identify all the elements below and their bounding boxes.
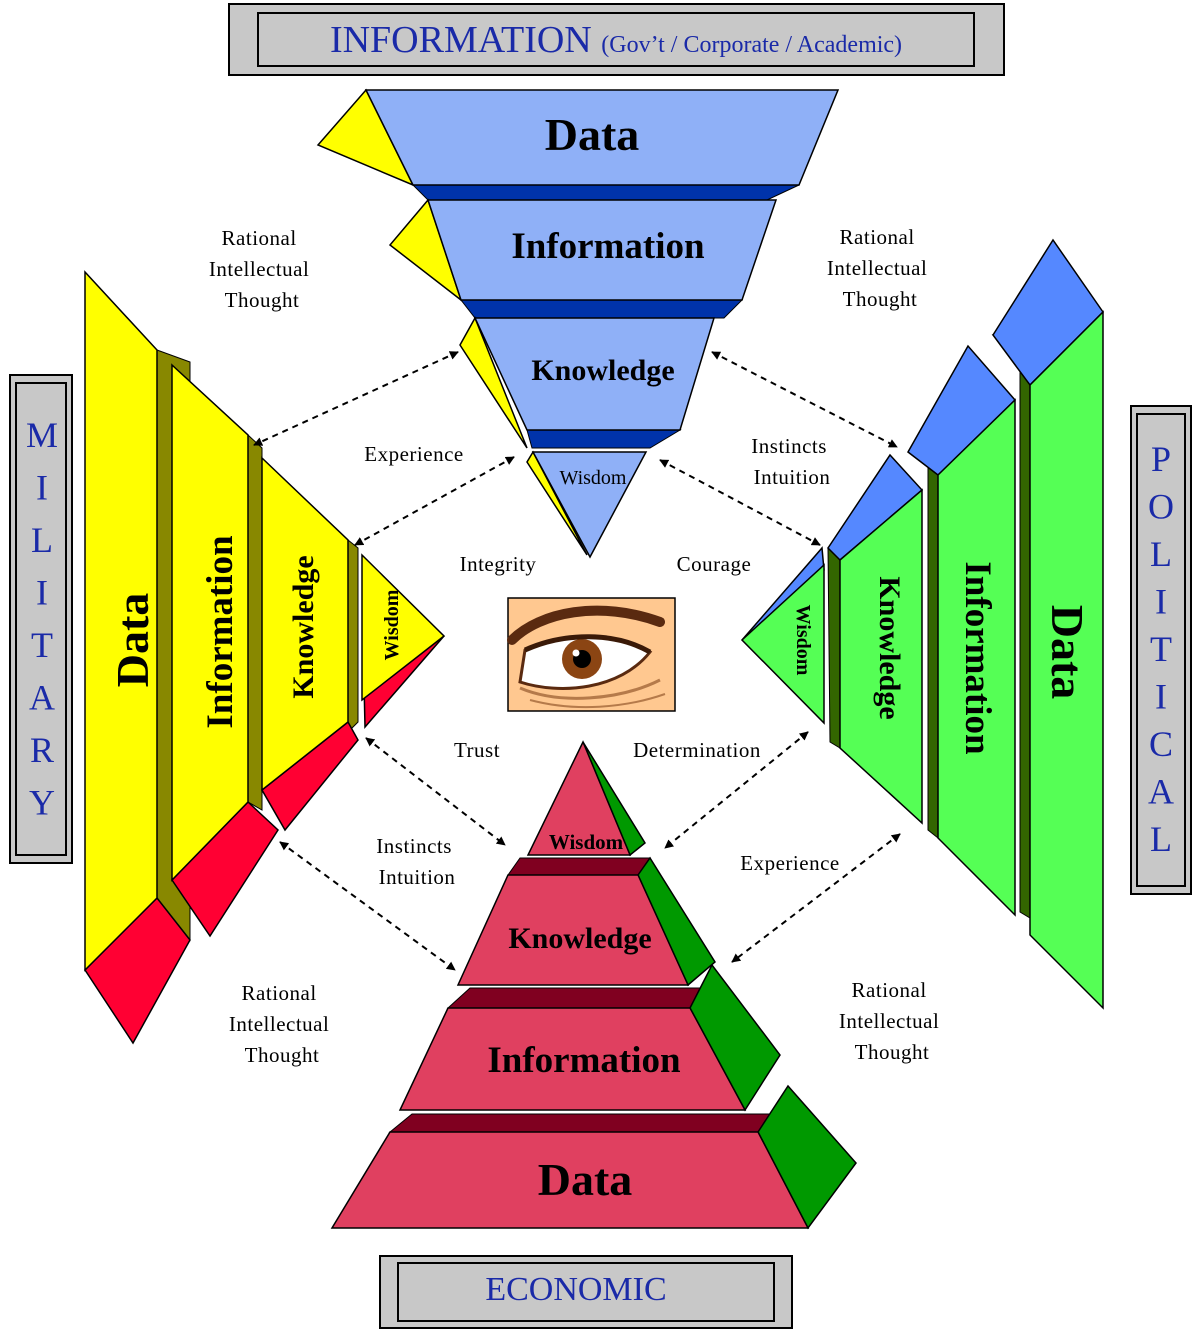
caption-instincts-bottom: Instincts Intuition: [376, 834, 457, 889]
left-layer-information: [171, 363, 249, 882]
right-label-wisdom: Wisdom: [792, 605, 814, 676]
pyramid-left: Data Information Knowledge Wisdom: [84, 270, 446, 1045]
arrow-bottom-left-inner: [365, 737, 506, 846]
caption-instincts-top: Instincts Intuition: [751, 434, 832, 489]
left-layer-knowledge: [261, 456, 349, 792]
bottom-label-data: Data: [538, 1154, 633, 1205]
bottom-layer-wisdom: [526, 740, 632, 856]
right-layer-wisdom: [740, 563, 825, 725]
caption-integrity: Integrity: [460, 552, 537, 576]
bottom-layer-information: [398, 1007, 747, 1111]
bottom-label-wisdom: Wisdom: [549, 830, 624, 854]
arrow-top-left-outer: [253, 351, 459, 446]
pyramid-top: Data Information Knowledge Wisdom: [316, 88, 840, 559]
bottom-label-information: Information: [487, 1040, 681, 1081]
right-layer-data: [1029, 310, 1104, 1010]
caption-rational-bottom-left: Rational Intellectual Thought: [229, 981, 335, 1067]
arrow-top-right-inner: [659, 459, 821, 546]
title-top-main: INFORMATION: [330, 19, 592, 61]
left-label-information: Information: [200, 535, 241, 729]
left-layer-data: [84, 270, 158, 972]
top-label-knowledge: Knowledge: [531, 354, 674, 387]
top-label-information: Information: [511, 226, 705, 267]
arrow-top-left-inner: [354, 456, 515, 546]
arrows: [253, 351, 901, 971]
arrow-top-right-outer: [711, 351, 898, 448]
top-layer-knowledge: [473, 317, 716, 431]
top-label-data: Data: [545, 109, 640, 160]
left-label-data: Data: [107, 593, 158, 688]
caption-rational-bottom-right: Rational Intellectual Thought: [839, 978, 945, 1064]
captions: Rational Intellectual Thought Rational I…: [209, 225, 945, 1067]
left-label-wisdom: Wisdom: [381, 589, 403, 660]
right-label-data: Data: [1042, 605, 1093, 700]
title-box-top: INFORMATION (Gov’t / Corporate / Academi…: [228, 3, 1005, 76]
arrow-bottom-right-inner: [664, 731, 809, 849]
arrow-bottom-left-outer: [279, 841, 456, 971]
right-layer-information: [937, 398, 1016, 917]
bottom-label-knowledge: Knowledge: [508, 922, 651, 955]
caption-experience-bottom: Experience: [740, 851, 839, 875]
left-layer-wisdom: [361, 553, 446, 702]
svg-text:INFORMATION (Gov’t / Cor: INFORMATION (Gov’t / Corporate / Academi…: [330, 19, 902, 61]
caption-trust: Trust: [454, 738, 500, 762]
pyramid-bottom: Data Information Knowledge Wisdom: [330, 740, 857, 1230]
eye-icon: [507, 597, 676, 712]
left-label-knowledge: Knowledge: [287, 555, 320, 698]
bottom-layer-knowledge: [456, 874, 690, 986]
right-label-information: Information: [957, 561, 998, 755]
top-label-wisdom: Wisdom: [560, 467, 627, 489]
caption-rational-top-left: Rational Intellectual Thought: [209, 226, 315, 312]
caption-courage: Courage: [677, 552, 752, 576]
caption-experience-top: Experience: [364, 442, 463, 466]
right-label-knowledge: Knowledge: [873, 576, 906, 719]
title-bottom: ECONOMIC: [485, 1271, 666, 1308]
top-layer-data: [364, 89, 840, 186]
top-layer-information: [426, 199, 778, 301]
pyramid-right: Data Information Knowledge Wisdom: [740, 238, 1104, 1010]
bottom-layer-data: [330, 1131, 810, 1229]
caption-rational-top-right: Rational Intellectual Thought: [827, 225, 933, 311]
caption-determination: Determination: [633, 738, 761, 762]
title-top-sub: (Gov’t / Corporate / Academic): [601, 32, 902, 58]
arrow-bottom-right-outer: [731, 833, 901, 963]
top-layer-wisdom: [531, 451, 648, 559]
title-box-bottom: ECONOMIC: [379, 1255, 793, 1329]
right-layer-knowledge: [839, 488, 923, 825]
